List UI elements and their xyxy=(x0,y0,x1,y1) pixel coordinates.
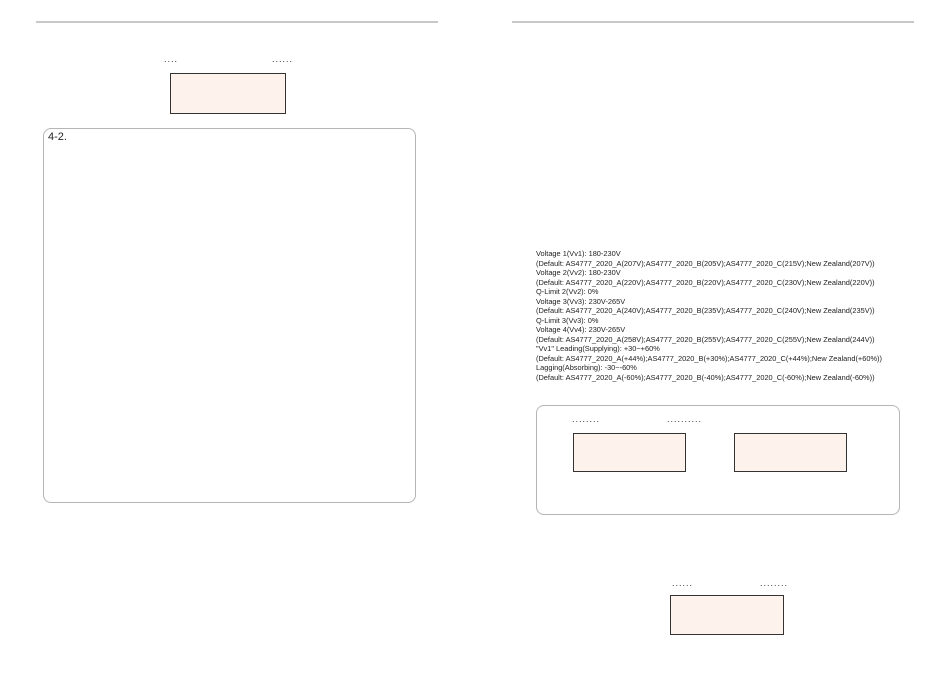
fig-y-tick-label: -60 xyxy=(647,196,654,201)
fig-under-axis-glyph: l xyxy=(695,214,696,219)
chart-a-y-arrow xyxy=(65,204,71,214)
nav-dots-left: ........ xyxy=(572,414,601,424)
chart-c-qmax-label: Qmax xyxy=(216,396,235,403)
bottom-lcd-display xyxy=(670,595,784,635)
fig-y-tick-label: -30 xyxy=(647,168,654,173)
parameter-text-block: Voltage 1(Vv1): 180-230V (Default: AS477… xyxy=(536,249,882,382)
chart-c-x-axis-label: V xyxy=(293,447,298,454)
param-line: Voltage 1(Vv1): 180-230V xyxy=(536,249,621,258)
chart-c-v1i-label: V1i xyxy=(183,444,194,451)
fig-y-tick-label: 10 xyxy=(649,131,654,136)
chart-b-y-arrow xyxy=(245,206,251,216)
chart-b-x-label-d: 0.8 xyxy=(355,269,365,276)
fig-curve xyxy=(658,99,776,201)
bottom-dots-left: ...... xyxy=(672,578,694,588)
param-line: Voltage 3(Vv3): 230V-265V xyxy=(536,296,626,306)
chart-c-legend-1: V2s=1.10Vn xyxy=(284,378,322,385)
fig-caption: Figure -- Example curve setting for volt… xyxy=(662,225,762,230)
chart-c-curve xyxy=(154,397,272,481)
chart-b-x-label-c: 0.7 xyxy=(340,269,350,276)
chart-b-x-label-b: 0.3 xyxy=(286,282,296,289)
chart-a-axis-label: f (P) xyxy=(214,284,227,291)
fig-y-tick-label: 60 xyxy=(649,84,654,89)
chart-b-side-bottom: kapaktiv xyxy=(258,288,264,318)
chart-c-legend-2: V1s=1.08Vn=QuVlowRate xyxy=(284,394,366,401)
bottom-dots-right: ........ xyxy=(760,578,789,588)
param-line: (Default: AS4777_2020_A(+44%);AS4777_202… xyxy=(536,353,882,363)
fig-y-ticks xyxy=(656,85,658,199)
fig-y-tick-label: -40 xyxy=(647,177,654,182)
fig-under-axis-glyph: f xyxy=(712,214,714,219)
arrow-right-icon xyxy=(725,443,732,449)
fig-y-tick-label: 30 xyxy=(649,112,654,117)
fig-under-axis-glyph: d xyxy=(768,214,771,219)
param-line: (Default: AS4777_2020_A(258V);AS4777_202… xyxy=(536,334,875,344)
param-line: Q-Limit 2(Vv2): 0% xyxy=(536,287,599,296)
param-line: (Default: AS4777_2020_A(220V);AS4777_202… xyxy=(536,277,875,287)
chart-b-y-pos-label: 0.9 xyxy=(234,230,244,237)
chart-c-y-arrow xyxy=(205,379,211,389)
nav-lcd-right xyxy=(734,433,847,472)
chart-b-y-neg-label: 0.9 xyxy=(234,322,244,329)
param-line: (Default: AS4777_2020_A(240V);AS4777_202… xyxy=(536,306,875,315)
arrow-left-icon xyxy=(690,455,697,461)
chart-a-y-neg-label: 0.9 xyxy=(54,319,64,326)
fig-y-tick-label: -20 xyxy=(647,159,654,164)
fig-vv3-label: Vv3 xyxy=(726,144,734,149)
left-section-panel xyxy=(43,128,416,503)
chart-a-curve xyxy=(98,276,206,322)
fig-y-axis-label: REACTIVE POWER LEVEL, % Q rated (%) xyxy=(640,104,644,178)
param-line: (Default: AS4777_2020_A(-60%);AS4777_202… xyxy=(536,372,875,382)
fig-y-tick-label: 20 xyxy=(649,121,654,126)
chart-c-y-axis-label: Q xyxy=(200,378,206,385)
chart-a-x-arrow xyxy=(218,274,228,280)
param-line: Voltage 2(Vv2): 180-230V xyxy=(536,268,621,277)
fig-y-tick-label: -50 xyxy=(647,187,654,192)
chart-c-ticks xyxy=(155,435,279,441)
chart-c-legend-3: V2i=0.90Vn xyxy=(284,410,320,417)
param-line: Lagging(Absorbing): -30~-60% xyxy=(536,363,637,372)
fig-under-axis-glyph: s xyxy=(720,214,723,219)
chart-a-x-label-a: 0.2 xyxy=(92,281,102,288)
fig-vv1-label: Vv1 xyxy=(662,144,670,149)
fig-y-tick-label: -10 xyxy=(647,149,654,154)
param-line: "Vv1" Leading(Supplying): +30~+60% xyxy=(536,344,660,353)
param-line: (Default: AS4777_2020_A(207V);AS4777_202… xyxy=(536,258,875,268)
param-line: Q-Limit 3(Vv3): 0% xyxy=(536,315,599,325)
fig-x-axis-label: INVERTER VOLTAGE, V xyxy=(695,203,747,208)
section-label: 4-2. xyxy=(48,131,67,143)
fig-under-axis-glyph: i xyxy=(761,214,762,219)
chart-c-v1s-label: V1s xyxy=(229,428,242,435)
chart-c-legend-4: V2i=0.92Vn=QuVlowRate xyxy=(284,421,364,428)
fig-bottom-label: Absorbing xyxy=(645,203,666,208)
left-top-dots-left: .... xyxy=(164,54,179,64)
chart-b-x-arrow xyxy=(398,274,408,280)
chart-c-x-arrow xyxy=(288,435,298,441)
fig-y-tick-label: 0 xyxy=(651,140,654,145)
nav-lcd-left xyxy=(573,433,686,472)
nav-dots-right: .......... xyxy=(667,414,703,424)
chart-c-v2s-label: V2s xyxy=(247,428,260,435)
chart-c-v2i-label: V2i xyxy=(164,444,175,451)
left-top-dots-right: ...... xyxy=(272,54,294,64)
fig-level-note: +44% xyxy=(673,94,684,99)
chart-b-curve xyxy=(248,231,385,326)
fig-y-tick-label: 40 xyxy=(649,103,654,108)
fig-top-label: Supplying xyxy=(645,76,666,81)
chart-c-neg-qmax-label: -Qmax xyxy=(186,478,208,485)
fig-under-axis-glyph: i xyxy=(734,214,735,219)
chart-b-axis-label: f (P) xyxy=(393,284,406,291)
chart-a-y-pos-label: 0.9 xyxy=(54,230,64,237)
right-header-rule xyxy=(512,21,914,23)
chart-a-x-label-b: 0.5 xyxy=(131,281,141,288)
left-lcd-display xyxy=(170,73,286,114)
chart-b-x-label-a: 0.2 xyxy=(270,282,280,289)
param-line: Voltage 4(Vv4): 230V-265V xyxy=(536,325,626,334)
fig-vv4-label: Vv4 xyxy=(756,144,764,149)
chart-b-side-top: induktiv xyxy=(258,244,264,272)
left-header-rule xyxy=(36,21,438,23)
fig-y-tick-label: 50 xyxy=(649,93,654,98)
fig-vv2-label: Vv2 xyxy=(688,144,696,149)
